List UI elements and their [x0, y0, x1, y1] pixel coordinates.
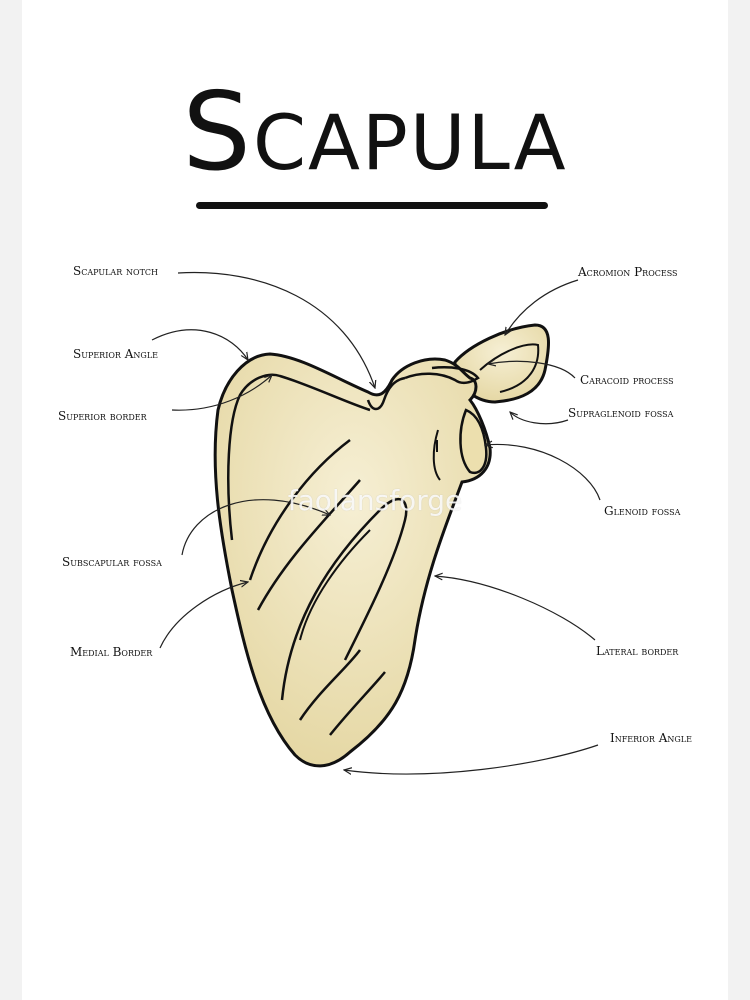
- ridge-6: [299, 529, 371, 641]
- pointer-supraglenoid-fossa: [510, 412, 569, 425]
- label-supraglenoid-fossa: Supraglenoid fossa: [568, 406, 674, 420]
- pointer-inferior-angle: [344, 744, 599, 774]
- label-subscapular-fossa: Subscapular fossa: [62, 555, 162, 569]
- glenoid-contour: [459, 408, 488, 475]
- ridge-5: [329, 671, 386, 736]
- label-inferior-angle: Inferior Angle: [610, 731, 692, 745]
- glenoid-rim: [432, 429, 441, 481]
- ridge-3: [280, 497, 408, 701]
- ridge-4: [298, 649, 361, 721]
- label-coracoid-process: Caracoid process: [580, 373, 674, 387]
- pointer-medial-border: [159, 582, 248, 649]
- label-superior-border: Superior border: [58, 409, 147, 423]
- label-lateral-border: Lateral border: [596, 644, 679, 658]
- label-scapular-notch: Scapular notch: [73, 264, 159, 278]
- scapular-notch-contour: [366, 376, 406, 411]
- superior-border-contour: [227, 373, 371, 541]
- label-superior-angle: Superior Angle: [73, 347, 158, 361]
- watermark: faolansforge: [287, 484, 463, 517]
- pointer-acromion-process: [505, 279, 579, 335]
- coracoid-contour: [404, 366, 480, 385]
- scapula-body-shape: [213, 352, 492, 768]
- pointer-superior-border: [171, 375, 272, 411]
- ridge-2: [256, 479, 361, 611]
- pointer-lateral-border: [435, 576, 596, 641]
- pointer-scapular-notch: [177, 271, 375, 388]
- pointer-glenoid-fossa: [485, 444, 601, 501]
- acromion-inner-line: [479, 343, 540, 393]
- label-glenoid-fossa: Glenoid fossa: [604, 504, 681, 518]
- ridge-1: [248, 439, 351, 581]
- page-title: Scapula: [182, 70, 568, 195]
- pointer-subscapular-fossa: [181, 499, 330, 556]
- label-acromion-process: Acromion Process: [578, 265, 678, 279]
- title-underline: [196, 202, 548, 209]
- pointer-coracoid-process: [488, 361, 576, 379]
- label-medial-border: Medial Border: [70, 645, 153, 659]
- pointer-superior-angle: [151, 329, 248, 360]
